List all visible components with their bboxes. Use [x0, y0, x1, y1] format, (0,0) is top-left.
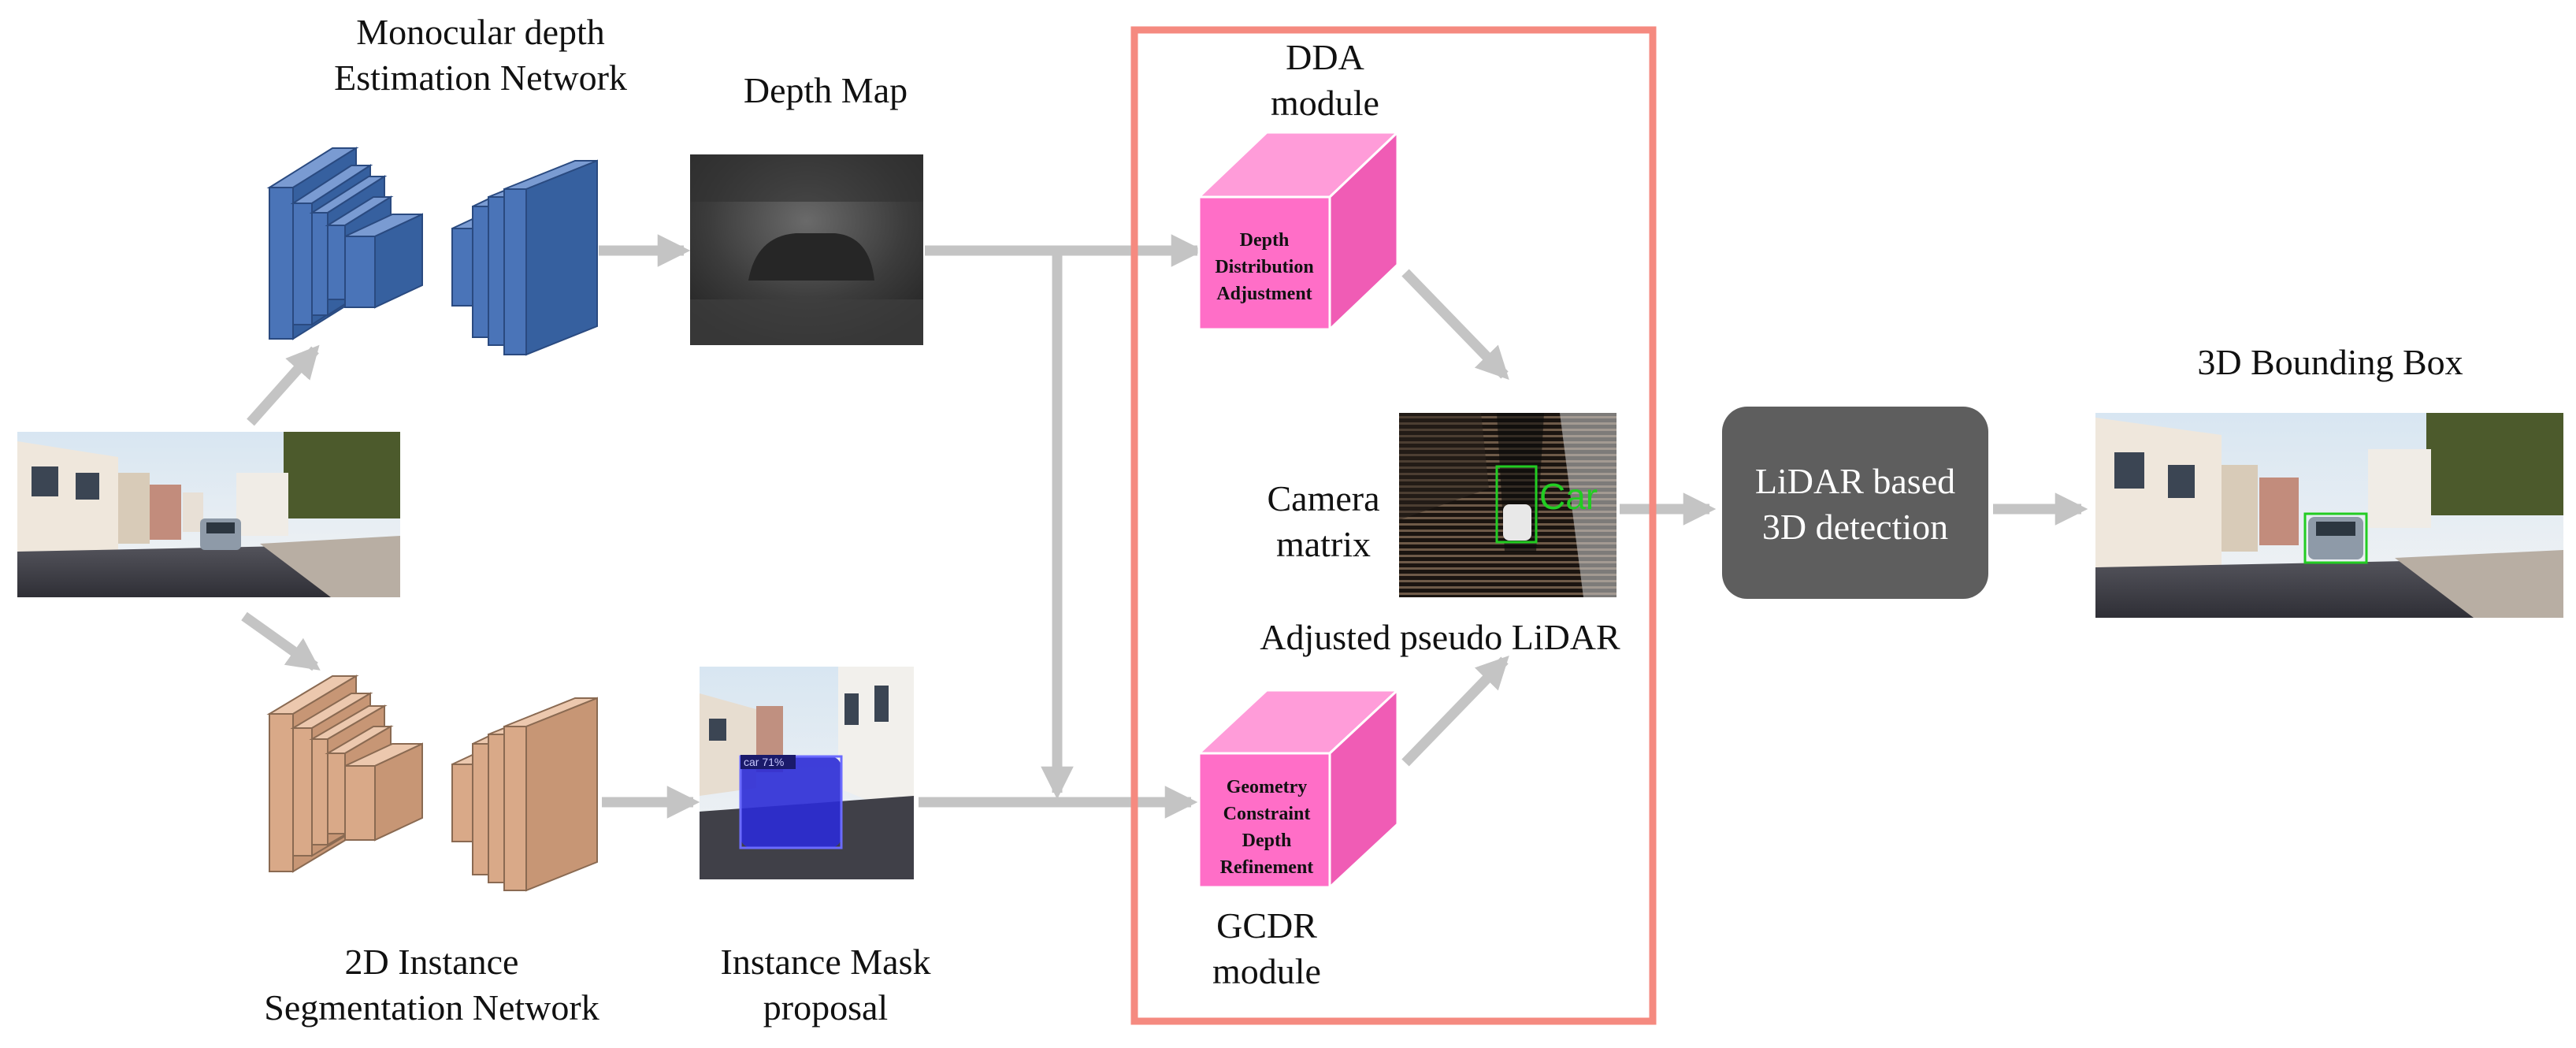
- dda-title-line1: DDA: [1286, 37, 1364, 77]
- camera-matrix-line1: Camera: [1267, 478, 1379, 518]
- dda-cube-line2: Distribution: [1215, 257, 1313, 277]
- lidar-detection-box: [1722, 407, 1988, 599]
- dda-cube: [1196, 129, 1401, 333]
- instance-mask-image: car 71%: [700, 667, 914, 879]
- module-frame: [1130, 26, 1657, 1025]
- arrow-dda-to-pcl: [1401, 269, 1509, 380]
- arrow-input-to-seg: [241, 611, 321, 671]
- mask-title-line2: proposal: [763, 987, 888, 1028]
- mask-title-line1: Instance Mask: [721, 942, 931, 982]
- arrow-gcdr-to-pcl: [1401, 656, 1509, 767]
- gcdr-title-line1: GCDR: [1216, 905, 1317, 946]
- gcdr-title-line2: module: [1212, 951, 1321, 991]
- output-3d-bbox-image: [2095, 413, 2563, 618]
- dda-cube-line1: Depth: [1240, 230, 1290, 251]
- mask-tag: car 71%: [744, 756, 784, 768]
- depth-map-title: Depth Map: [744, 70, 908, 110]
- pcl-car-tag: Car: [1539, 476, 1598, 517]
- gcdr-cube: [1196, 687, 1401, 890]
- camera-matrix-line2: matrix: [1276, 524, 1371, 564]
- mono-net-title-line2: Estimation Network: [334, 58, 627, 98]
- depth-map-image: [690, 154, 923, 345]
- mono-net-title-line1: Monocular depth: [356, 12, 605, 52]
- gcdr-cube-line3: Depth: [1242, 831, 1292, 851]
- gcdr-cube-line4: Refinement: [1220, 857, 1314, 878]
- dda-cube-line3: Adjustment: [1216, 284, 1312, 304]
- dda-title-line2: module: [1271, 83, 1379, 123]
- seg-net-title-line1: 2D Instance: [345, 942, 519, 982]
- pseudo-lidar-image: Car: [1399, 413, 1616, 597]
- lidar-box-line1: LiDAR based: [1755, 461, 1955, 501]
- segmentation-network: [266, 675, 598, 892]
- arrow-input-to-mono: [247, 344, 320, 426]
- gcdr-cube-line1: Geometry: [1227, 777, 1308, 797]
- lidar-box-line2: 3D detection: [1762, 507, 1948, 547]
- bbox-title: 3D Bounding Box: [2197, 342, 2463, 382]
- arrows: [241, 234, 2088, 819]
- seg-net-title-line2: Segmentation Network: [264, 987, 599, 1028]
- gcdr-cube-line2: Constraint: [1223, 804, 1311, 824]
- mono-depth-network: [266, 147, 598, 356]
- input-street-image: [17, 432, 400, 597]
- adjusted-pseudo-lidar-label: Adjusted pseudo LiDAR: [1260, 617, 1620, 657]
